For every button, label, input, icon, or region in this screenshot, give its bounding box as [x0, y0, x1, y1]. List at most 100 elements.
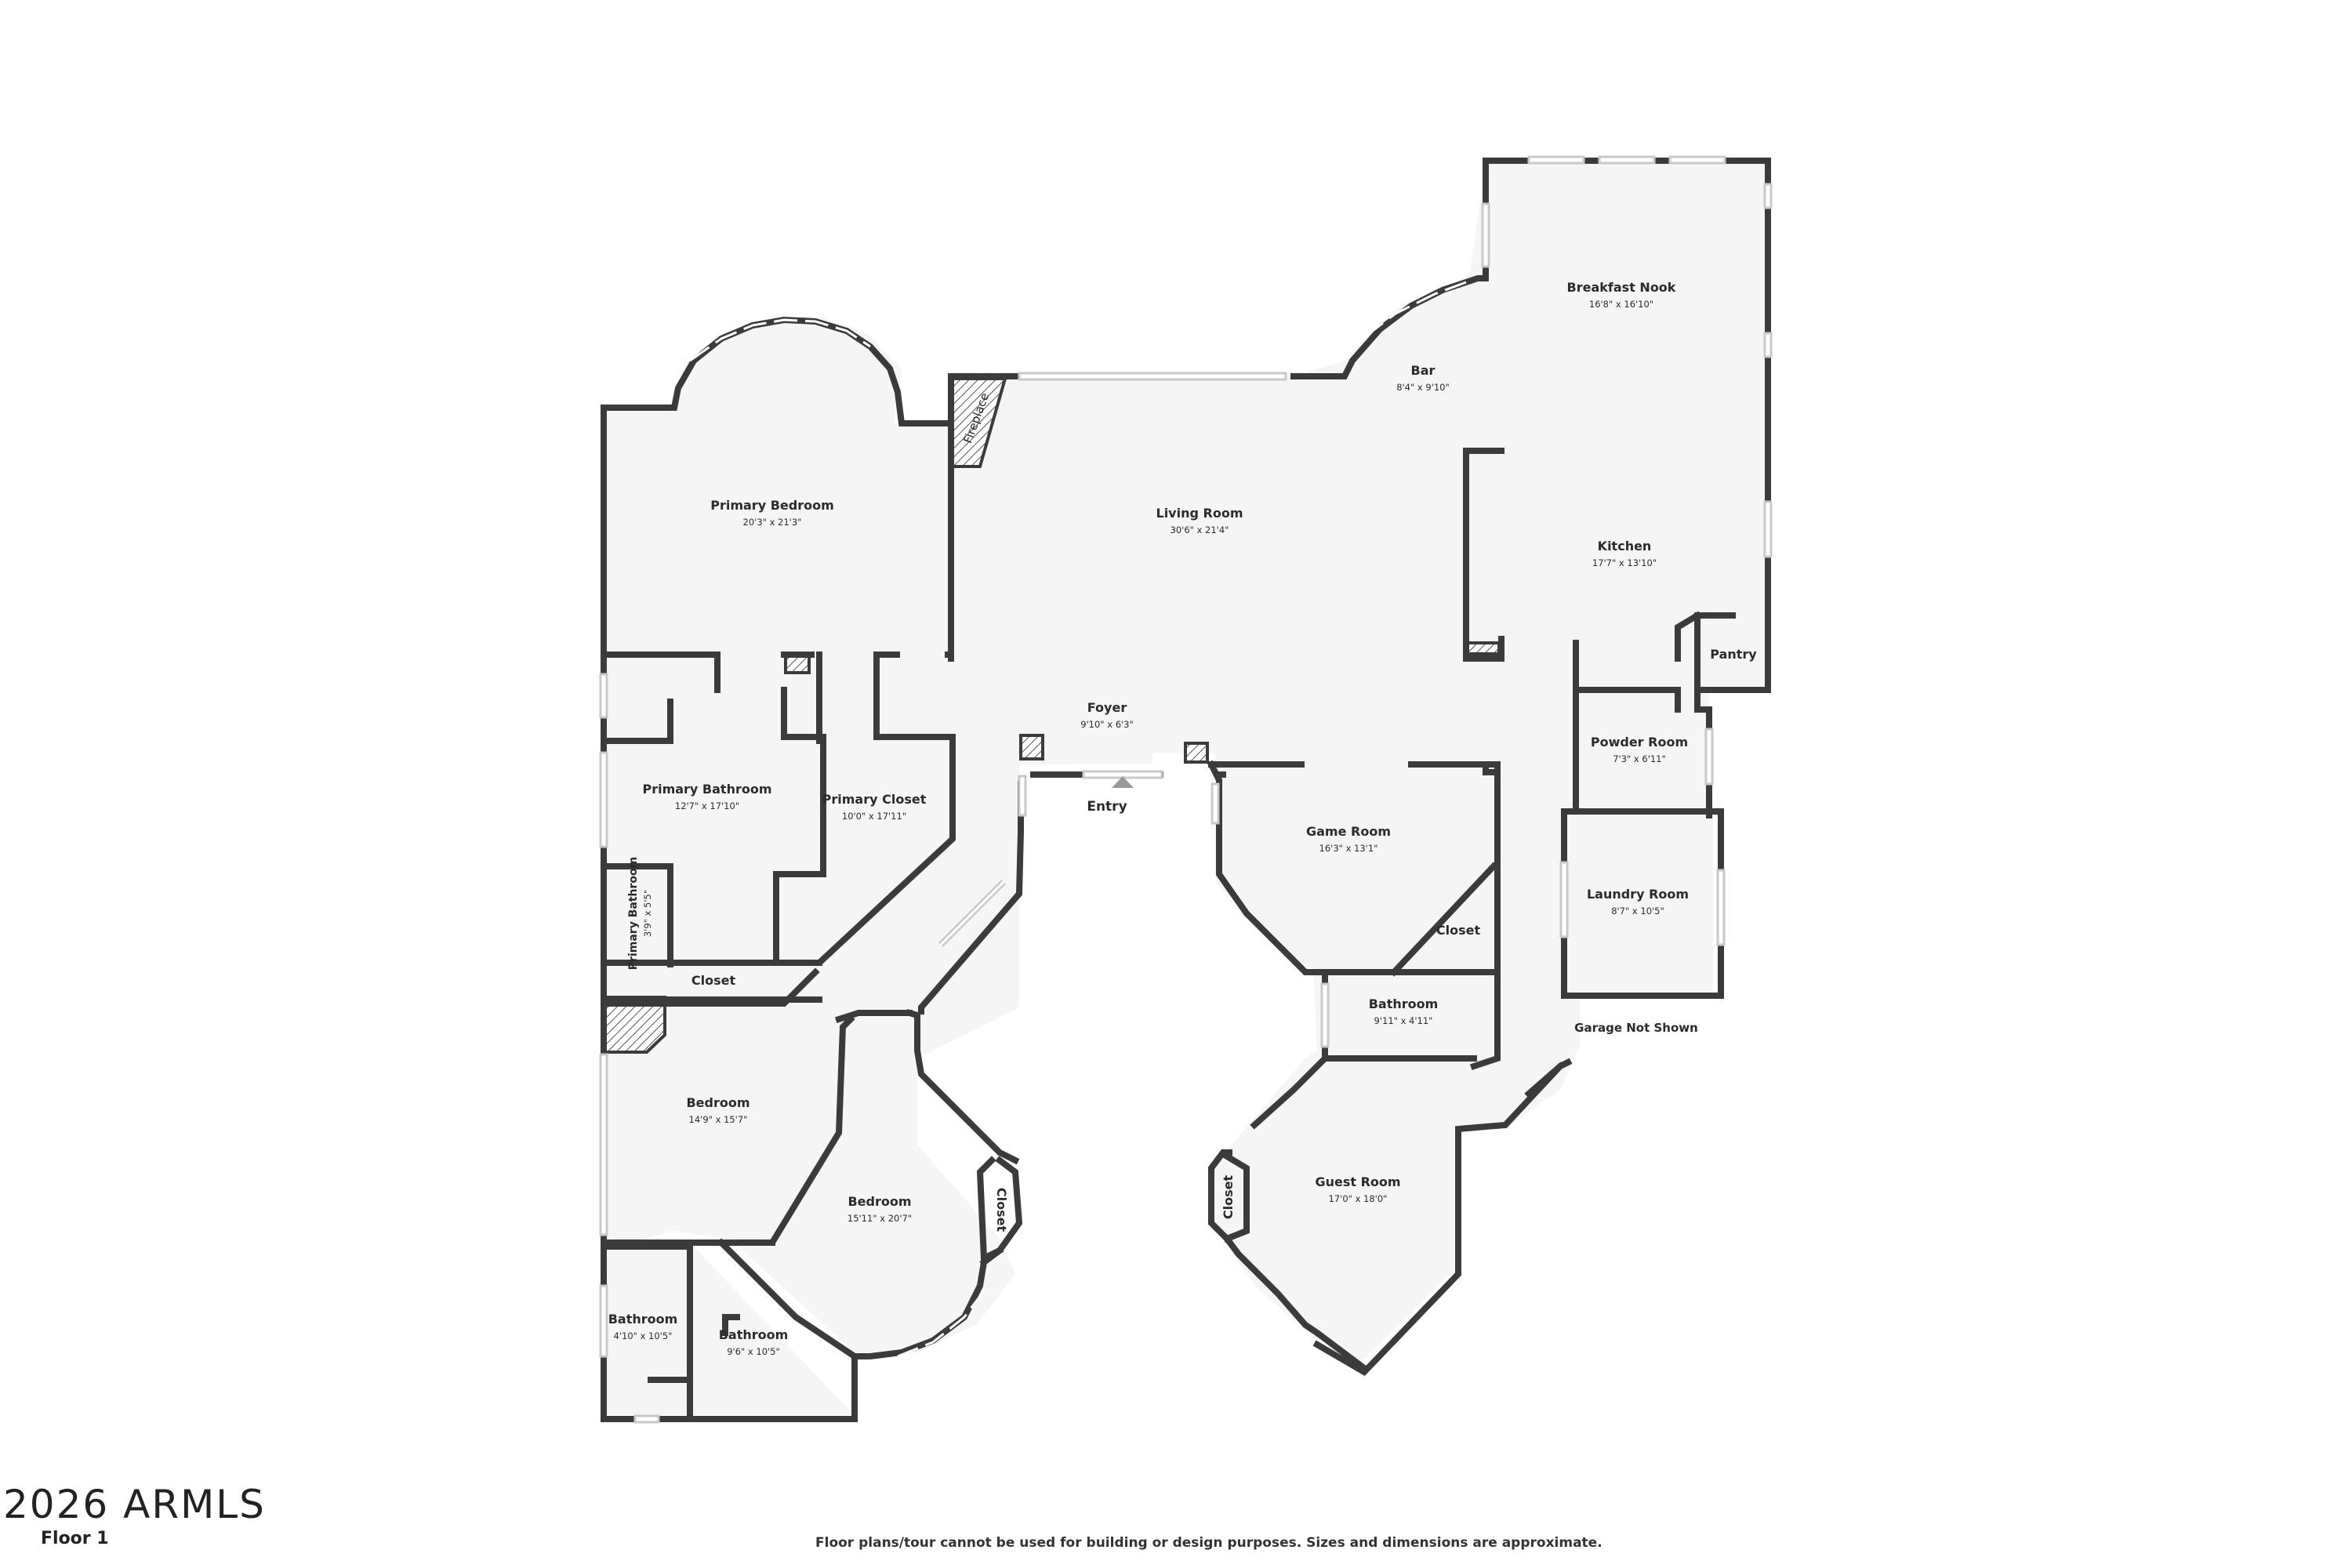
disclaimer-text: Floor plans/tour cannot be used for buil… [815, 1535, 1602, 1551]
svg-text:9'10" x 6'3": 9'10" x 6'3" [1080, 719, 1134, 730]
svg-text:Bathroom: Bathroom [1369, 996, 1439, 1011]
room-primary-bathroom-small: Primary Bathroom 3'9" x 5'5" [627, 857, 653, 970]
floor-label: Floor 1 [41, 1529, 109, 1548]
room-powder-room: Powder Room 7'3" x 6'11" [1591, 735, 1688, 764]
room-pantry: Pantry [1710, 647, 1757, 662]
svg-text:Breakfast Nook: Breakfast Nook [1567, 280, 1676, 295]
room-living-room: Living Room 30'6" x 21'4" [1156, 506, 1243, 535]
svg-text:Closet: Closet [994, 1188, 1009, 1232]
svg-text:Primary Bathroom: Primary Bathroom [642, 782, 771, 797]
svg-text:Pantry: Pantry [1710, 647, 1757, 662]
svg-text:9'11" x 4'11": 9'11" x 4'11" [1374, 1015, 1433, 1026]
window [1559, 861, 1569, 938]
kitchen-counter-hatch [1466, 641, 1501, 655]
room-bar: Bar 8'4" x 9'10" [1396, 363, 1450, 393]
window [1704, 728, 1714, 786]
room-primary-bedroom: Primary Bedroom 20'3" x 21'3" [710, 498, 834, 528]
room-bathroom-center: Bathroom 9'11" x 4'11" [1369, 996, 1439, 1026]
svg-text:Powder Room: Powder Room [1591, 735, 1688, 750]
window [599, 673, 608, 719]
window [1763, 183, 1773, 209]
room-closet-guest: Closet [1221, 1175, 1236, 1220]
svg-text:14'9" x 15'7": 14'9" x 15'7" [689, 1114, 748, 1125]
window-arc [897, 1285, 989, 1358]
room-bathroom-left: Bathroom 4'10" x 10'5" [608, 1312, 678, 1341]
room-closet-hall: Closet [691, 973, 736, 988]
svg-text:30'6" x 21'4": 30'6" x 21'4" [1171, 524, 1229, 535]
window [1598, 155, 1656, 165]
entry-marker [1112, 776, 1134, 788]
room-closet-bedroom: Closet [994, 1188, 1009, 1232]
room-kitchen: Kitchen 17'7" x 13'10" [1592, 539, 1657, 568]
window [1018, 775, 1027, 817]
svg-text:Bathroom: Bathroom [608, 1312, 678, 1327]
svg-text:17'7" x 13'10": 17'7" x 13'10" [1592, 557, 1657, 568]
foyer-column-right [1184, 742, 1209, 764]
window-arc [1249, 1284, 1294, 1327]
window [1763, 500, 1773, 558]
svg-text:Closet: Closet [1221, 1175, 1236, 1220]
svg-text:Laundry Room: Laundry Room [1587, 887, 1689, 902]
room-bedroom-1: Bedroom 14'9" x 15'7" [686, 1095, 750, 1125]
svg-text:20'3" x 21'3": 20'3" x 21'3" [743, 517, 802, 528]
svg-text:17'0" x 18'0": 17'0" x 18'0" [1329, 1193, 1388, 1204]
window [633, 1414, 660, 1424]
room-bathroom-bottom: Bathroom 9'6" x 10'5" [719, 1327, 789, 1357]
window-arc [689, 318, 871, 362]
svg-text:7'3" x 6'11": 7'3" x 6'11" [1613, 753, 1666, 764]
room-primary-bathroom: Primary Bathroom 12'7" x 17'10" [642, 782, 771, 811]
svg-text:Closet: Closet [691, 973, 736, 988]
svg-text:9'6" x 10'5": 9'6" x 10'5" [727, 1346, 780, 1357]
svg-text:Bathroom: Bathroom [719, 1327, 789, 1342]
room-foyer: Foyer 9'10" x 6'3" [1080, 700, 1134, 730]
window [1668, 155, 1726, 165]
watermark: 2026 ARMLS [3, 1482, 266, 1527]
svg-text:Foyer: Foyer [1087, 700, 1127, 715]
svg-text:12'7" x 17'10": 12'7" x 17'10" [675, 800, 739, 811]
svg-text:15'11" x 20'7": 15'11" x 20'7" [848, 1213, 912, 1224]
svg-text:8'7" x 10'5": 8'7" x 10'5" [1611, 906, 1664, 916]
window [1481, 202, 1490, 268]
svg-text:Game Room: Game Room [1306, 824, 1391, 839]
svg-text:4'10" x 10'5": 4'10" x 10'5" [614, 1330, 673, 1341]
window [1320, 982, 1330, 1048]
window [1763, 332, 1773, 358]
window [1210, 782, 1220, 825]
window [599, 1284, 608, 1358]
room-bedroom-2: Bedroom 15'11" x 20'7" [848, 1194, 912, 1224]
window [599, 751, 608, 848]
svg-text:10'0" x 17'11": 10'0" x 17'11" [842, 811, 906, 822]
svg-text:Bedroom: Bedroom [686, 1095, 750, 1110]
window [1716, 869, 1726, 946]
svg-text:8'4" x 9'10": 8'4" x 9'10" [1396, 382, 1450, 393]
room-primary-closet: Primary Closet 10'0" x 17'11" [822, 792, 927, 822]
window [599, 1053, 608, 1236]
garage-not-shown-label: Garage Not Shown [1574, 1021, 1698, 1035]
room-breakfast-nook: Breakfast Nook 16'8" x 16'10" [1567, 280, 1676, 310]
closet-column [784, 654, 811, 674]
svg-text:3'9" x 5'5": 3'9" x 5'5" [642, 890, 653, 937]
svg-text:Closet: Closet [1436, 923, 1481, 938]
svg-text:Guest Room: Guest Room [1315, 1174, 1400, 1189]
svg-text:Bar: Bar [1411, 363, 1436, 378]
svg-text:16'8" x 16'10": 16'8" x 16'10" [1589, 299, 1653, 310]
window [1527, 155, 1585, 165]
svg-text:Primary Bedroom: Primary Bedroom [710, 498, 834, 513]
room-labels: Primary Bedroom 20'3" x 21'3" Living Roo… [608, 280, 1758, 1357]
room-laundry-room: Laundry Room 8'7" x 10'5" [1587, 887, 1689, 916]
entry-label: Entry [1087, 799, 1127, 815]
svg-text:Kitchen: Kitchen [1598, 539, 1652, 554]
svg-text:Primary Closet: Primary Closet [822, 792, 927, 807]
window-arc [1363, 281, 1467, 339]
svg-text:Primary Bathroom: Primary Bathroom [627, 857, 640, 970]
window [939, 880, 1005, 946]
doorways [725, 651, 945, 694]
foyer-column-left [1019, 734, 1044, 760]
svg-text:16'3" x 13'1": 16'3" x 13'1" [1319, 843, 1378, 854]
svg-text:Living Room: Living Room [1156, 506, 1243, 521]
svg-text:Bedroom: Bedroom [848, 1194, 911, 1209]
window [1018, 372, 1287, 381]
room-game-room: Game Room 16'3" x 13'1" [1306, 824, 1391, 854]
room-guest-room: Guest Room 17'0" x 18'0" [1315, 1174, 1400, 1204]
